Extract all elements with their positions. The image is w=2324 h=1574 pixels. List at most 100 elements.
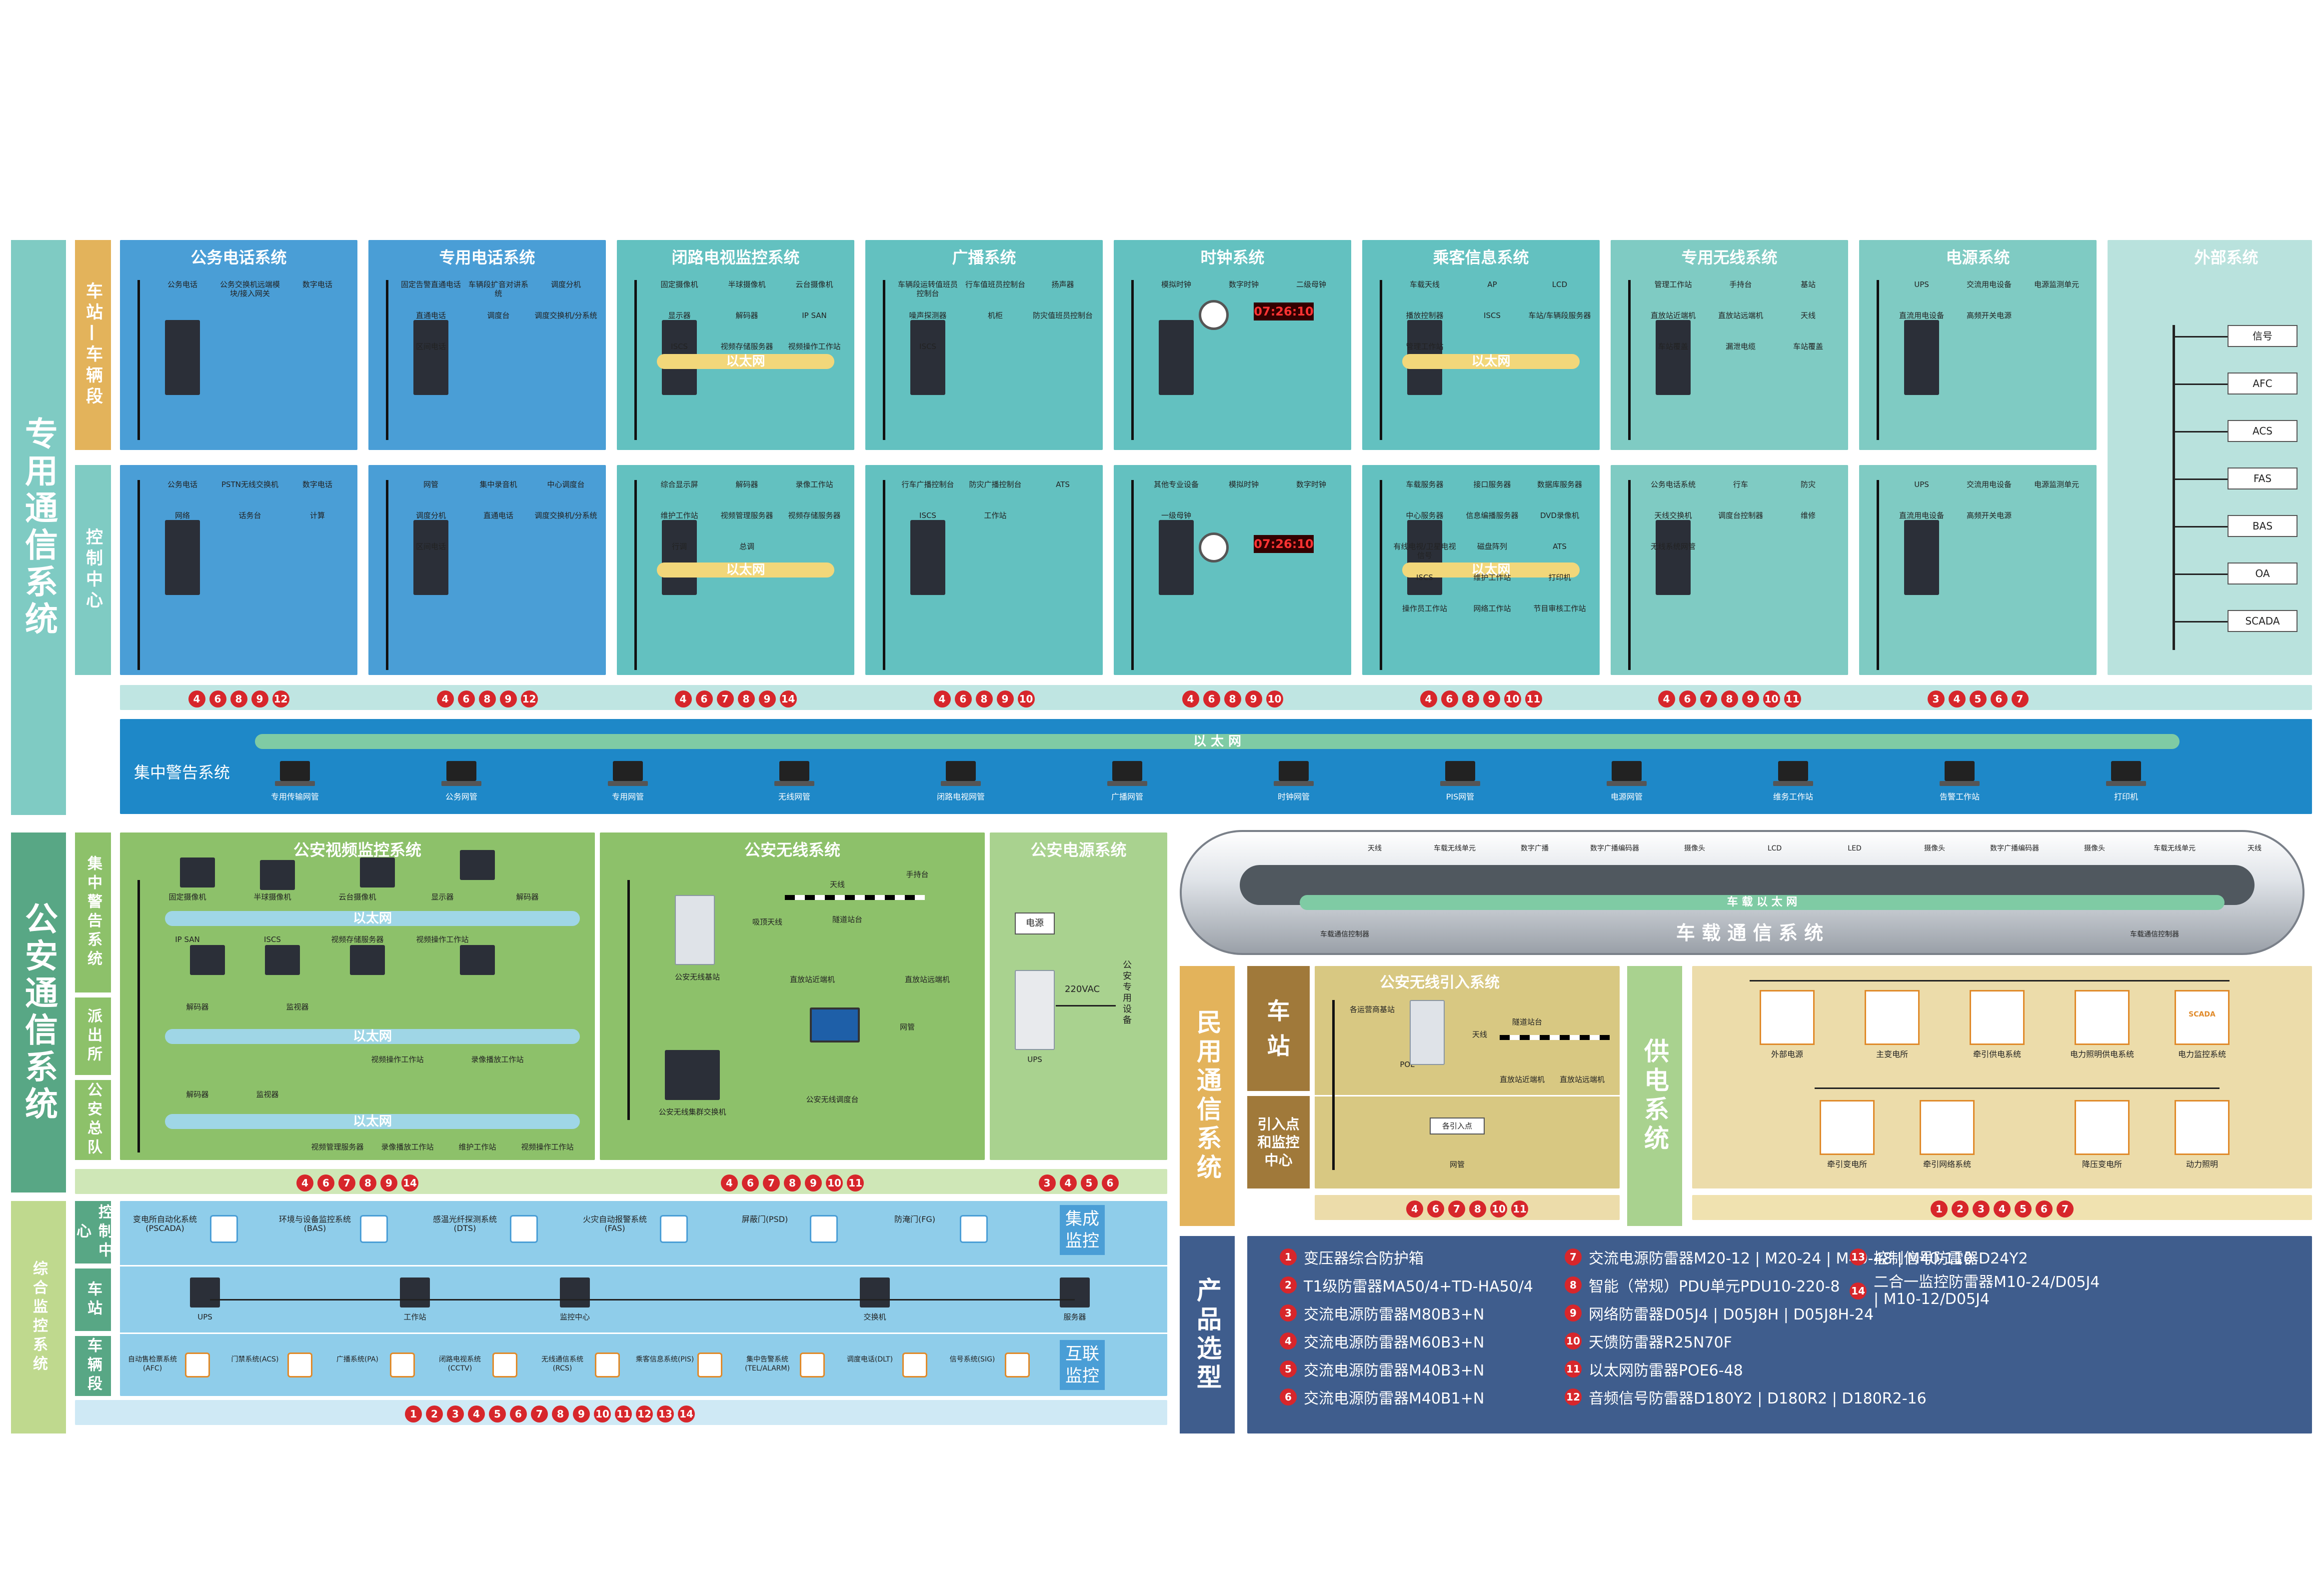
int-station-device <box>400 1278 430 1308</box>
rack-device <box>165 520 200 595</box>
power-supply-icon <box>1865 990 1920 1045</box>
special-trunk-top <box>1628 280 1631 440</box>
number-badge: 8 <box>552 1406 569 1422</box>
special-device-label: 调度交换机/分系统 <box>534 311 597 320</box>
special-panel-top <box>617 240 854 450</box>
special-trunk-bottom <box>137 480 140 670</box>
civil-trunk <box>1332 1000 1335 1170</box>
special-device-label: 模拟时钟 <box>1228 480 1259 489</box>
police-video-label: 固定摄像机 <box>168 892 206 902</box>
special-device-label: ISCS <box>671 342 688 351</box>
special-device-label: 录像工作站 <box>795 480 833 489</box>
product-text: 交流电源防雷器M20-12 | M20-24 | M40-48 | M40-11… <box>1589 1250 1973 1268</box>
sub-label-police-station: 派出所 <box>75 998 111 1075</box>
number-badge: 4 <box>468 1406 485 1422</box>
special-device-label: 调度台控制器 <box>1718 511 1763 520</box>
special-device-label: 二级母钟 <box>1296 280 1326 289</box>
special-panel-bottom <box>120 465 357 675</box>
special-device-label: ATS <box>1553 542 1567 551</box>
int-depot-icon <box>1005 1352 1030 1378</box>
special-device-label: 调度交换机/分系统 <box>534 511 597 520</box>
alarm-terminal <box>275 761 315 786</box>
int-station-label: UPS <box>197 1312 212 1322</box>
special-device-label: 天线 <box>1800 311 1816 320</box>
special-ethernet: 以太网 <box>657 562 834 578</box>
int-control-icon <box>960 1215 988 1243</box>
int-station-label: 交换机 <box>863 1312 886 1322</box>
external-link <box>2174 574 2228 575</box>
special-panel-title: 闭路电视监控系统 <box>671 248 800 267</box>
alarm-terminal <box>1773 761 1813 786</box>
product-number: 7 <box>1565 1248 1582 1266</box>
police-wireless-label: 网管 <box>899 1022 915 1032</box>
power-scada-icon-label: SCADA <box>2189 1010 2216 1018</box>
number-badge: 4 <box>436 690 454 708</box>
number-badge: 4 <box>1994 1200 2011 1218</box>
police-video-label: 视频操作工作站 <box>416 935 469 944</box>
police-power-link <box>1056 1005 1116 1006</box>
int-depot-icon <box>800 1352 825 1378</box>
train-device-label: 天线 <box>2248 844 2262 852</box>
int-station-bus <box>210 1299 1075 1300</box>
int-divider-1 <box>120 1265 1167 1266</box>
special-device-label: 直通电话 <box>415 311 446 320</box>
sub-label-police-hq: 公安总队 <box>75 1080 111 1160</box>
civil-wireless-panel <box>1315 966 1620 1188</box>
number-strip-civil <box>1315 1195 1620 1220</box>
special-device-label: 防灾值班员控制台 <box>1032 311 1093 320</box>
number-badge: 6 <box>1203 690 1220 708</box>
number-badge: 7 <box>716 690 734 708</box>
civil-wireless-label: 网管 <box>1449 1160 1465 1169</box>
special-device-label: ISCS <box>1484 311 1501 320</box>
product-number: 4 <box>1280 1332 1297 1350</box>
product-number: 6 <box>1280 1388 1297 1406</box>
police-ups <box>1015 970 1055 1050</box>
alarm-terminal <box>1274 761 1314 786</box>
int-control-icon <box>510 1215 538 1243</box>
special-trunk-bottom <box>1380 480 1382 670</box>
special-device-label: 车站覆盖 <box>1658 342 1688 351</box>
special-device-label: 漏泄电缆 <box>1725 342 1756 351</box>
police-wireless-label: 隧道站台 <box>832 915 862 924</box>
special-device-label: IP SAN <box>802 311 827 320</box>
alarm-terminal-label: 维务工作站 <box>1773 792 1813 802</box>
special-device-label: 其他专业设备 <box>1153 480 1199 489</box>
rack-device <box>1159 320 1194 395</box>
alarm-terminal-label: 电源网管 <box>1610 792 1643 802</box>
special-panel-top <box>865 240 1103 450</box>
special-panel-bottom <box>1859 465 2097 675</box>
special-device-label: 行调 <box>671 542 687 551</box>
special-trunk-top <box>1380 280 1382 440</box>
special-device-label: 无线系统网管 <box>1650 542 1696 551</box>
alarm-terminal <box>2106 761 2146 786</box>
special-device-label: LCD <box>1552 280 1568 289</box>
police-wireless-label: 天线 <box>829 880 845 889</box>
sub-label-int-control: 控制中心 <box>73 1201 113 1264</box>
special-panel-bottom <box>865 465 1103 675</box>
civil-wireless-label: 各引入点 <box>1430 1118 1485 1134</box>
rack-device <box>662 520 697 595</box>
police-video-label: 监视器 <box>286 1002 309 1012</box>
special-device-label: 数字时钟 <box>1228 280 1259 289</box>
rack-device <box>1407 520 1442 595</box>
special-device-label: 扬声器 <box>1051 280 1074 289</box>
side-label-special: 专用通信系统 <box>11 240 66 815</box>
products-panel <box>1247 1236 2312 1434</box>
number-badge: 4 <box>1420 690 1437 708</box>
police-video-trunk <box>137 880 140 1152</box>
number-badge: 6 <box>695 690 713 708</box>
sub-label-civil-station: 车站 <box>1247 966 1310 1091</box>
special-trunk-bottom <box>1131 480 1134 670</box>
product-text: 以太网防雷器POE6-48 <box>1589 1362 1743 1380</box>
police-video-title: 公安视频监控系统 <box>293 840 421 860</box>
number-badge: 9 <box>1742 690 1759 708</box>
number-badge: 10 <box>1504 690 1521 708</box>
